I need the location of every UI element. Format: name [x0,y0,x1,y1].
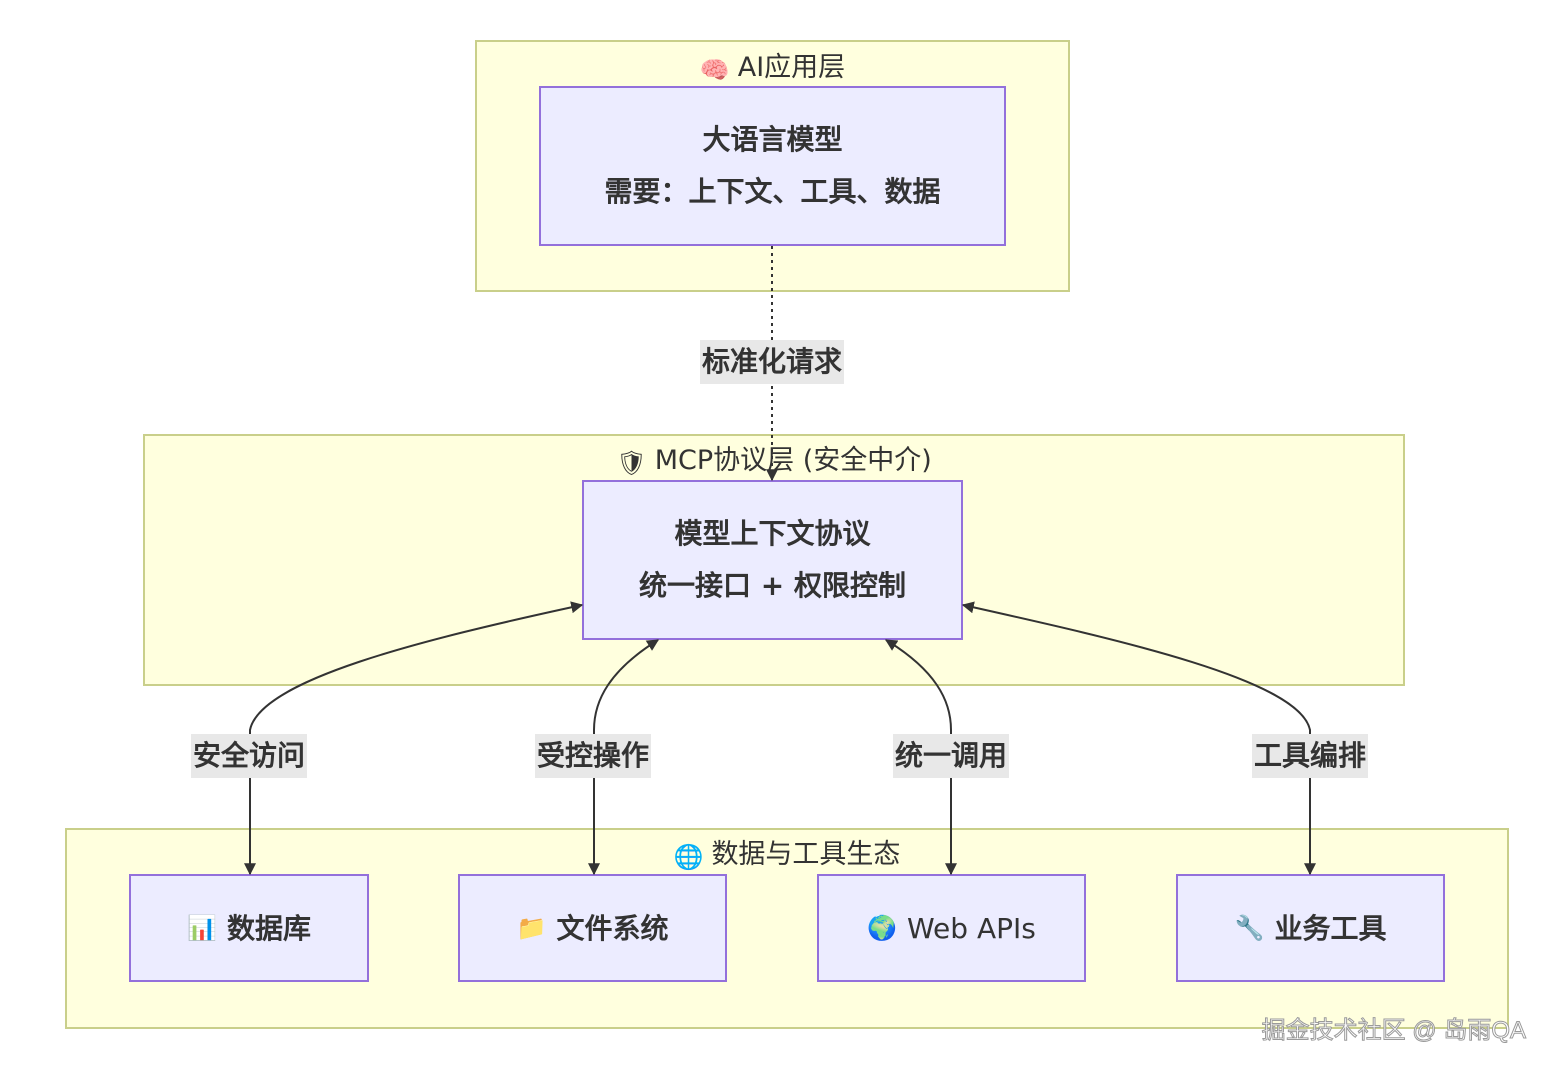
ai-layer-title: 🧠AI应用层 [477,52,1068,86]
watermark: 掘金技术社区 @ 岛雨QA [1261,1017,1526,1045]
protocol-node: 模型上下文协议 统一接口 + 权限控制 [582,480,963,640]
brain-icon: 🧠 [699,56,730,84]
edge-label-unified-call: 统一调用 [892,734,1010,778]
tools-node-label: 业务工具 [1274,911,1387,945]
bar-chart-icon: 📊 [187,913,217,942]
ecosystem-layer-title: 🌐数据与工具生态 [67,839,1507,873]
wrench-icon: 🔧 [1234,913,1265,942]
edge-label-orchestration: 工具编排 [1251,734,1369,778]
edge-label-controlled-ops: 受控操作 [534,734,652,778]
edge-label-request: 标准化请求 [699,340,845,384]
folder-icon: 📁 [516,913,547,942]
ecosystem-layer-title-text: 数据与工具生态 [711,839,901,870]
database-node: 📊 数据库 [129,874,369,982]
ai-layer-title-text: AI应用层 [737,52,846,83]
globe-meridians-icon: 🌐 [673,843,704,871]
edge-label-secure-access: 安全访问 [190,734,308,778]
llm-node-needs: 需要：上下文、工具、数据 [604,175,941,208]
protocol-node-title: 模型上下文协议 [674,517,871,550]
protocol-node-desc: 统一接口 + 权限控制 [639,569,906,602]
llm-node-title: 大语言模型 [702,123,843,156]
webapis-node: 🌍 Web APIs [817,874,1086,982]
globe-icon: 🌍 [867,913,898,942]
filesystem-node: 📁 文件系统 [458,874,727,982]
shield-icon: 🛡 [616,449,647,477]
mcp-layer-title: 🛡MCP协议层 (安全中介) [145,445,1403,479]
database-node-label: 数据库 [226,911,311,945]
mcp-layer-title-text: MCP协议层 (安全中介) [654,445,932,476]
tools-node: 🔧 业务工具 [1176,874,1445,982]
filesystem-node-label: 文件系统 [556,911,669,945]
llm-node: 大语言模型 需要：上下文、工具、数据 [539,86,1006,246]
webapis-node-label: Web APIs [907,911,1036,945]
